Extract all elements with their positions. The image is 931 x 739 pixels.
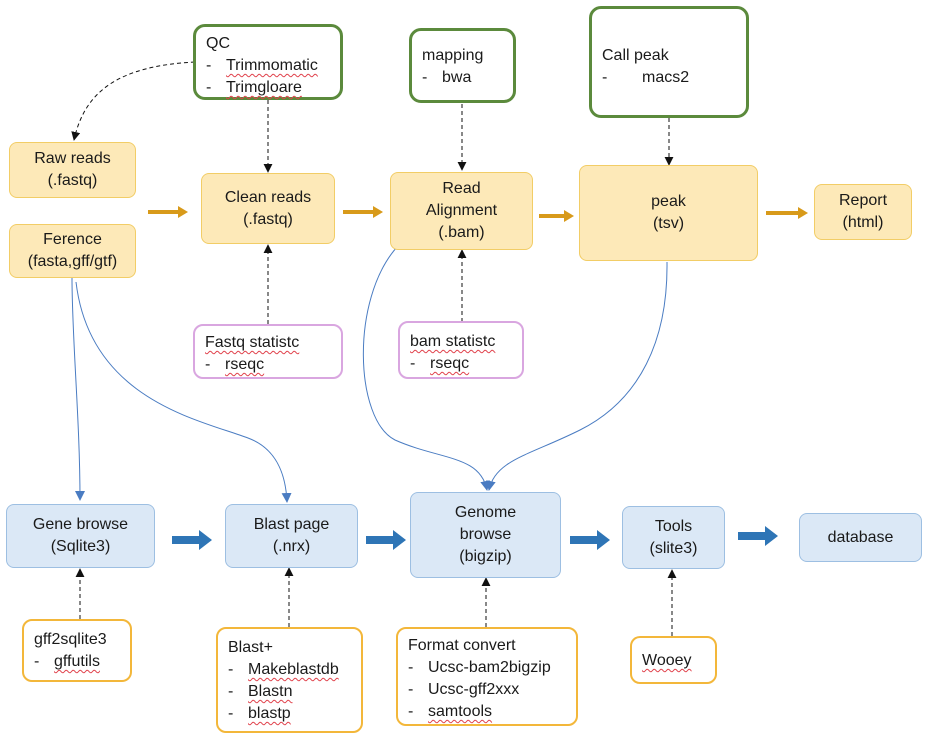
blast-page-format: (.nrx) <box>272 538 311 555</box>
ference-to-blast-page-connector <box>75 281 292 503</box>
read-alignment-line1: Read <box>442 180 481 197</box>
gene-browse-format: (Sqlite3) <box>50 538 111 555</box>
bam-stat-item: -rseqc <box>410 355 470 372</box>
peak-format: (tsv) <box>652 215 685 232</box>
gff2sqlite-tool-box: gff2sqlite3 -gffutils <box>22 619 132 682</box>
clean-reads-label: Clean reads <box>224 188 312 206</box>
flow-arrow-1 <box>148 206 188 218</box>
gene-browse-node: Gene browse (Sqlite3) <box>6 504 155 568</box>
fastq-stat-tool-box: Fastq statistc -rseqc <box>193 324 343 379</box>
format-convert-item: -samtools <box>408 703 493 720</box>
blast-plus-item-text: Makeblastdb <box>248 661 339 678</box>
fastq-stat-title: Fastq statistc <box>205 334 300 351</box>
gene-browse-label: Gene browse <box>32 516 129 533</box>
call-peak-tool-box: Call peak -macs2 <box>589 6 749 118</box>
wooey-tool-box: Wooey <box>630 636 717 684</box>
mapping-item: -bwa <box>422 69 472 86</box>
report-node: Report (html) <box>814 184 912 240</box>
call-peak-item-text: macs2 <box>642 69 690 86</box>
qc-tool-box: QC -Trimmomatic -Trimgloare <box>193 24 343 100</box>
fastq-stat-item: -rseqc <box>205 356 265 373</box>
blast-plus-item: -Makeblastdb <box>228 661 339 678</box>
flow-arrow-3 <box>539 210 574 222</box>
flow-arrow-7 <box>570 530 610 550</box>
database-node: database <box>799 513 922 562</box>
peak-label: peak <box>651 193 686 210</box>
call-peak-title: Call peak <box>602 47 669 64</box>
read-alignment-node: Read Alignment (.bam) <box>390 172 533 250</box>
format-convert-tool-box: Format convert -Ucsc-bam2bigzip -Ucsc-gf… <box>396 627 578 726</box>
flow-arrow-8 <box>738 526 778 546</box>
mapping-tool-box: mapping -bwa <box>409 28 516 103</box>
flow-arrow-2 <box>343 206 383 218</box>
gff2sqlite-title: gff2sqlite3 <box>34 631 107 648</box>
raw-reads-format: (.fastq) <box>47 172 98 189</box>
blast-page-label: Blast page <box>253 516 330 533</box>
flow-arrow-4 <box>766 207 808 219</box>
ference-node: Ference (fasta,gff/gtf) <box>9 224 136 278</box>
read-alignment-format: (.bam) <box>438 224 485 241</box>
tools-format: (slite3) <box>649 539 698 557</box>
blast-plus-item-text: blastp <box>248 705 291 722</box>
genome-browse-line2: browse <box>459 526 512 543</box>
mapping-title: mapping <box>422 47 484 64</box>
call-peak-item: -macs2 <box>602 69 690 86</box>
wooey-title: Wooey <box>642 652 692 669</box>
flow-arrow-6 <box>366 530 406 550</box>
blast-plus-tool-box: Blast+ -Makeblastdb -Blastn -blastp <box>216 627 363 733</box>
clean-reads-format: (.fastq) <box>243 210 293 228</box>
format-convert-item: -Ucsc-bam2bigzip <box>408 659 551 676</box>
report-label: Report <box>838 192 888 209</box>
blast-plus-title: Blast+ <box>228 639 273 656</box>
raw-reads-label: Raw reads <box>34 150 111 167</box>
format-convert-title: Format convert <box>408 637 516 654</box>
bam-stat-title: bam statistc <box>410 333 496 350</box>
gff2sqlite-item: -gffutils <box>34 653 100 670</box>
flow-arrow-5 <box>172 530 212 550</box>
qc-item: -Trimgloare <box>206 79 302 96</box>
format-convert-item-text: Ucsc-bam2bigzip <box>428 659 551 676</box>
genome-browse-format: (bigzip) <box>459 548 512 565</box>
format-convert-item: -Ucsc-gff2xxx <box>408 681 520 698</box>
blast-plus-item: -Blastn <box>228 683 293 700</box>
qc-title: QC <box>206 35 230 52</box>
raw-reads-node: Raw reads (.fastq) <box>9 142 136 198</box>
blast-plus-item-text: Blastn <box>248 683 293 700</box>
peak-node: peak (tsv) <box>579 165 758 261</box>
qc-item-text: Trimmomatic <box>226 57 318 74</box>
database-label: database <box>827 528 894 546</box>
bam-stat-item-text: rseqc <box>430 355 470 372</box>
qc-to-raw-reads-connector <box>71 61 196 141</box>
ference-to-gene-browse-connector <box>71 277 85 501</box>
qc-item: -Trimmomatic <box>206 57 318 74</box>
read-alignment-line2: Alignment <box>425 202 498 219</box>
tools-label: Tools <box>654 517 693 535</box>
genome-browse-node: Genome browse (bigzip) <box>410 492 561 578</box>
blast-plus-item: -blastp <box>228 705 291 722</box>
clean-reads-node: Clean reads (.fastq) <box>201 173 335 244</box>
blast-page-node: Blast page (.nrx) <box>225 504 358 568</box>
gff2sqlite-item-text: gffutils <box>54 653 100 670</box>
fastq-stat-item-text: rseqc <box>225 356 265 373</box>
format-convert-item-text: samtools <box>428 703 493 720</box>
mapping-item-text: bwa <box>442 69 472 86</box>
tools-node: Tools (slite3) <box>622 506 725 569</box>
genome-browse-line1: Genome <box>454 504 517 521</box>
ference-label: Ference <box>43 231 102 248</box>
ference-format: (fasta,gff/gtf) <box>27 253 118 270</box>
qc-item-text: Trimgloare <box>226 79 302 96</box>
format-convert-item-text: Ucsc-gff2xxx <box>428 681 520 698</box>
report-format: (html) <box>842 214 884 231</box>
bam-stat-tool-box: bam statistc -rseqc <box>398 321 524 379</box>
